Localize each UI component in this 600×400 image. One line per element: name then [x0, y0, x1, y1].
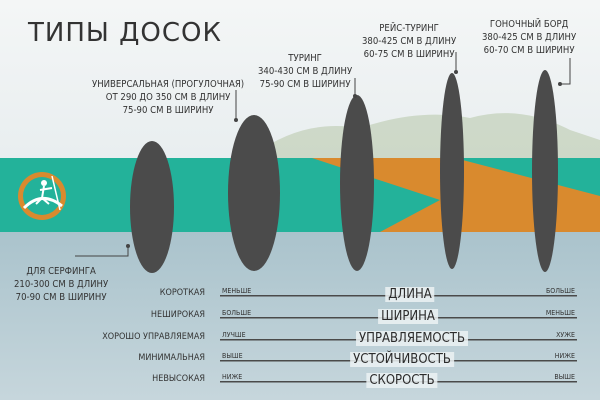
- hills: [250, 113, 600, 160]
- board-shape-race: [532, 70, 558, 272]
- row-name: СКОРОСТЬ: [366, 373, 438, 388]
- leader-race: [560, 58, 571, 85]
- board-width: 60-70 СМ В ШИРИНУ: [483, 45, 575, 56]
- row-max-label: ХУЖЕ: [556, 331, 575, 339]
- board-length: ОТ 290 ДО 350 СМ В ДЛИНУ: [105, 92, 231, 103]
- board-shape-surf: [130, 141, 174, 273]
- row-left-label: МИНИМАЛЬНАЯ: [138, 353, 205, 363]
- board-length: 210-300 СМ В ДЛИНУ: [14, 279, 109, 290]
- row-name: УСТОЙЧИВОСТЬ: [350, 352, 454, 367]
- row-left-label: ХОРОШО УПРАВЛЯЕМАЯ: [102, 332, 205, 342]
- board-name: ТУРИНГ: [288, 53, 322, 64]
- row-left-label: КОРОТКАЯ: [159, 288, 205, 298]
- sup-logo-icon: [18, 172, 66, 220]
- board-length: 340-430 СМ В ДЛИНУ: [258, 66, 353, 77]
- leader-surf: [75, 246, 129, 257]
- row-max-label: ВЫШЕ: [554, 373, 575, 381]
- row-min-label: ЛУЧШЕ: [222, 331, 246, 339]
- board-label-surf: ДЛЯ СЕРФИНГА 210-300 СМ В ДЛИНУ 70-90 СМ…: [14, 265, 108, 304]
- board-name: ГОНОЧНЫЙ БОРД: [489, 19, 569, 30]
- row-min-label: БОЛЬШЕ: [222, 309, 252, 317]
- board-shape-universal: [228, 115, 280, 271]
- board-name: ДЛЯ СЕРФИНГА: [26, 266, 96, 277]
- row-max-label: МЕНЬШЕ: [545, 309, 575, 317]
- page-title: ТИПЫ ДОСОК: [28, 18, 222, 48]
- board-name: РЕЙС-ТУРИНГ: [379, 23, 439, 34]
- row-left-label: НЕШИРОКАЯ: [150, 310, 205, 320]
- board-length: 380-425 СМ В ДЛИНУ: [362, 36, 457, 47]
- board-width: 75-90 СМ В ШИРИНУ: [259, 79, 351, 90]
- row-min-label: МЕНЬШЕ: [222, 287, 252, 295]
- row-name: ДЛИНА: [385, 287, 435, 302]
- board-label-race: ГОНОЧНЫЙ БОРД 380-425 СМ В ДЛИНУ 60-70 С…: [482, 18, 576, 57]
- sea: [0, 232, 600, 400]
- board-label-universal: УНИВЕРСАЛЬНАЯ (ПРОГУЛОЧНАЯ) ОТ 290 ДО 35…: [92, 78, 244, 117]
- board-width: 75-90 СМ В ШИРИНУ: [122, 105, 214, 116]
- board-width: 60-75 СМ В ШИРИНУ: [363, 49, 455, 60]
- board-label-touring: ТУРИНГ 340-430 СМ В ДЛИНУ 75-90 СМ В ШИР…: [258, 52, 352, 91]
- board-shape-race-touring: [440, 73, 464, 269]
- row-left-label: НЕВЫСОКАЯ: [152, 374, 205, 384]
- board-width: 70-90 СМ В ШИРИНУ: [15, 292, 107, 303]
- row-min-label: НИЖЕ: [222, 373, 243, 381]
- row-name: ШИРИНА: [378, 309, 438, 324]
- row-name: УПРАВЛЯЕМОСТЬ: [356, 331, 468, 346]
- row-min-label: ВЫШЕ: [222, 352, 243, 360]
- board-label-race-touring: РЕЙС-ТУРИНГ 380-425 СМ В ДЛИНУ 60-75 СМ …: [362, 22, 456, 61]
- row-max-label: НИЖЕ: [554, 352, 575, 360]
- row-max-label: БОЛЬШЕ: [545, 287, 575, 295]
- board-shape-touring: [340, 95, 374, 271]
- board-name: УНИВЕРСАЛЬНАЯ (ПРОГУЛОЧНАЯ): [92, 79, 245, 90]
- board-length: 380-425 СМ В ДЛИНУ: [482, 32, 577, 43]
